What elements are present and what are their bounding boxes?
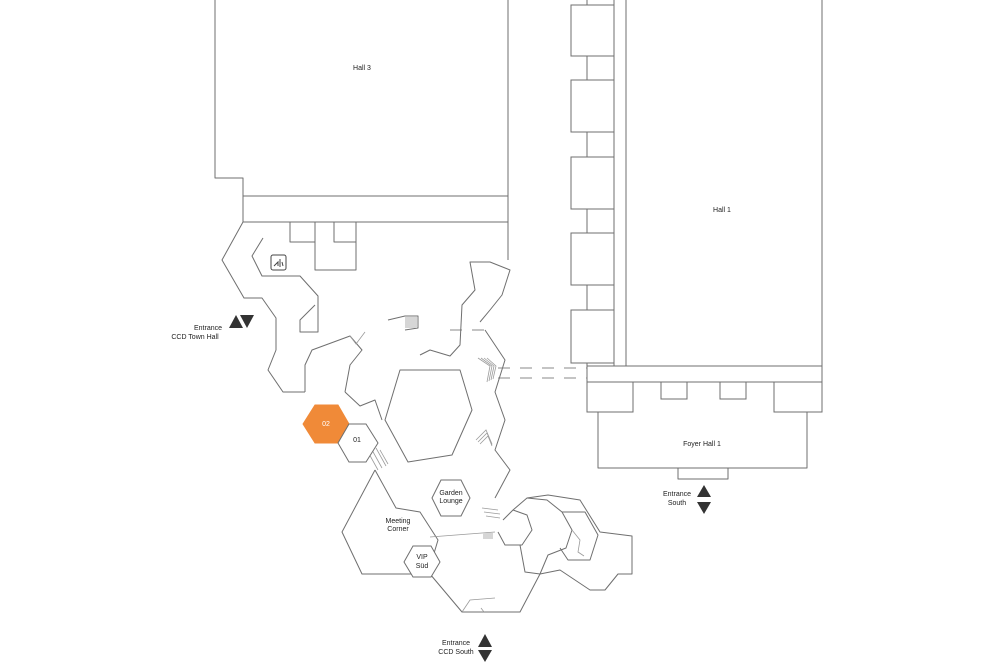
corridor-strip — [242, 196, 508, 223]
central-east-edge — [484, 329, 511, 499]
stairs-east-lower — [475, 429, 493, 447]
hall-1[interactable]: Hall 1 — [613, 0, 823, 367]
grey-block — [405, 317, 417, 328]
stairs-west — [367, 447, 389, 471]
garden-lounge-label-2: Lounge — [439, 498, 462, 505]
up-down-arrows-icon — [229, 315, 254, 328]
entrance-south-label-1: Entrance — [663, 491, 691, 498]
entrance-south[interactable]: Entrance South — [663, 485, 711, 514]
meeting-corner-label-2: Corner — [387, 526, 409, 533]
stairs-south — [481, 507, 501, 519]
hall-3-label: Hall 3 — [353, 65, 371, 72]
entrance-south-label-2: South — [668, 500, 686, 507]
hall-1-label: Hall 1 — [713, 207, 731, 214]
elevator-icon — [270, 254, 287, 271]
entrance-ccd-town-hall[interactable]: Entrance CCD Town Hall — [171, 315, 254, 341]
foyer-hall-1-label: Foyer Hall 1 — [683, 441, 721, 448]
garden-lounge-label-1: Garden — [439, 490, 462, 497]
garden-lounge[interactable]: Garden Lounge — [431, 479, 471, 517]
stairs-east-upper — [477, 357, 497, 383]
entrance-ccd-south[interactable]: Entrance CCD South — [438, 634, 492, 662]
up-down-arrows-icon — [697, 485, 711, 514]
entrance-ccd-south-label-1: Entrance — [442, 640, 470, 647]
up-down-arrows-icon — [478, 634, 492, 662]
meeting-corner-label-1: Meeting — [386, 518, 411, 525]
room-02-label: 02 — [322, 421, 330, 428]
central-upper-walls — [419, 261, 511, 357]
vip-sud-label-2: Süd — [416, 563, 429, 570]
entrance-ccd-south-label-2: CCD South — [438, 649, 474, 656]
central-hall-hexagon — [384, 369, 473, 463]
central-upper-walls-2 — [387, 315, 419, 331]
south-wing — [341, 469, 633, 613]
entrance-town-hall-label-2: CCD Town Hall — [171, 334, 219, 341]
foyer-hall-1[interactable]: Foyer Hall 1 — [586, 365, 823, 480]
vip-sud[interactable]: VIP Süd — [403, 545, 441, 578]
room-01[interactable]: 01 — [337, 423, 379, 463]
meeting-corner[interactable]: Meeting Corner — [386, 518, 411, 533]
entrance-town-hall-label-1: Entrance — [194, 325, 222, 332]
side-rooms-column — [570, 0, 615, 370]
west-wing — [221, 221, 383, 421]
room-01-label: 01 — [353, 437, 361, 444]
vip-sud-label-1: VIP — [416, 554, 428, 561]
hall-3[interactable]: Hall 3 — [214, 0, 509, 197]
